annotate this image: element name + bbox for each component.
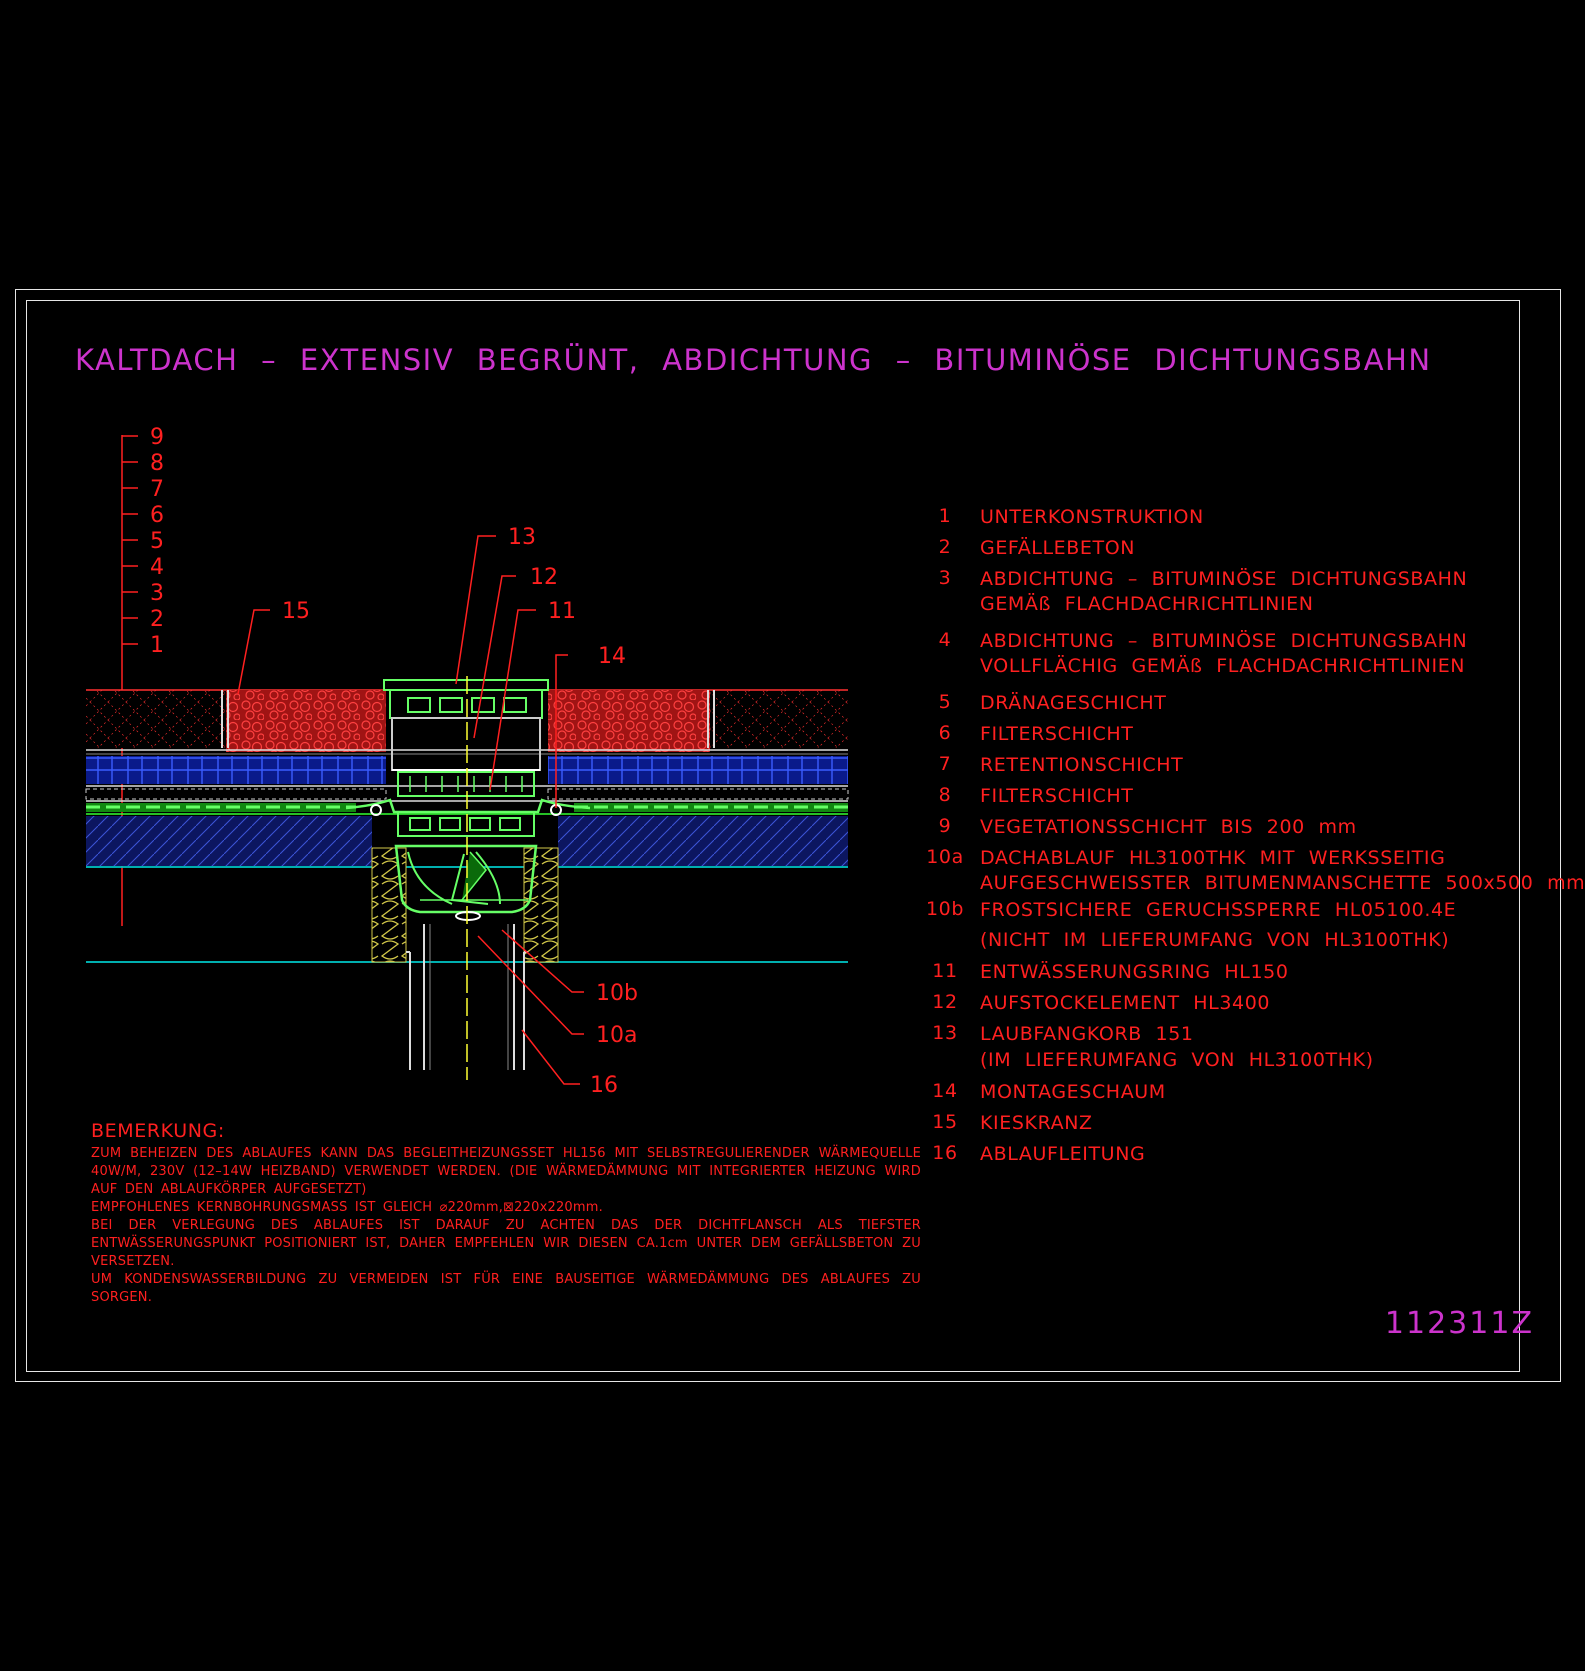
callout-11: 11 [548,599,576,624]
inner-frame [26,300,1520,1372]
leader-lines [237,535,584,1085]
callout-10b: 10b [596,981,638,1006]
drawing-title: KALTDACH – EXTENSIV BEGRÜNT, ABDICHTUNG … [75,343,1432,377]
scale-4: 4 [150,555,164,580]
scale-5: 5 [150,529,164,554]
callout-15: 15 [282,599,310,624]
remark-paragraph: BEI DER VERLEGUNG DES ABLAUFES IST DARAU… [91,1218,921,1269]
roof-drain [345,676,591,1080]
callout-16: 16 [590,1073,618,1098]
drawing-code: 112311Z [1384,1306,1534,1341]
callout-14: 14 [598,644,626,669]
remark-block: BEMERKUNG: ZUM BEHEIZEN DES ABLAUFES KAN… [91,1120,921,1307]
scale-2: 2 [150,607,164,632]
scale-7: 7 [150,477,164,502]
remark-paragraph: UM KONDENSWASSERBILDUNG ZU VERMEIDEN IST… [91,1272,921,1305]
scale-3: 3 [150,581,164,606]
remark-heading: BEMERKUNG: [91,1120,225,1142]
outer-frame [15,289,1561,1382]
scale-9: 9 [150,425,164,450]
layer-scale: 9 8 7 6 5 4 3 2 1 [121,425,164,926]
scale-6: 6 [150,503,164,528]
scale-1: 1 [150,633,164,658]
callout-12: 12 [530,565,558,590]
scale-8: 8 [150,451,164,476]
callout-10a: 10a [596,1023,637,1048]
remark-paragraph: ZUM BEHEIZEN DES ABLAUFES KANN DAS BEGLE… [91,1146,921,1197]
roof-layers [85,689,849,963]
callout-13: 13 [508,525,536,550]
remark-paragraph: EMPFOHLENES KERNBOHRUNGSMASS IST GLEICH … [91,1200,603,1215]
